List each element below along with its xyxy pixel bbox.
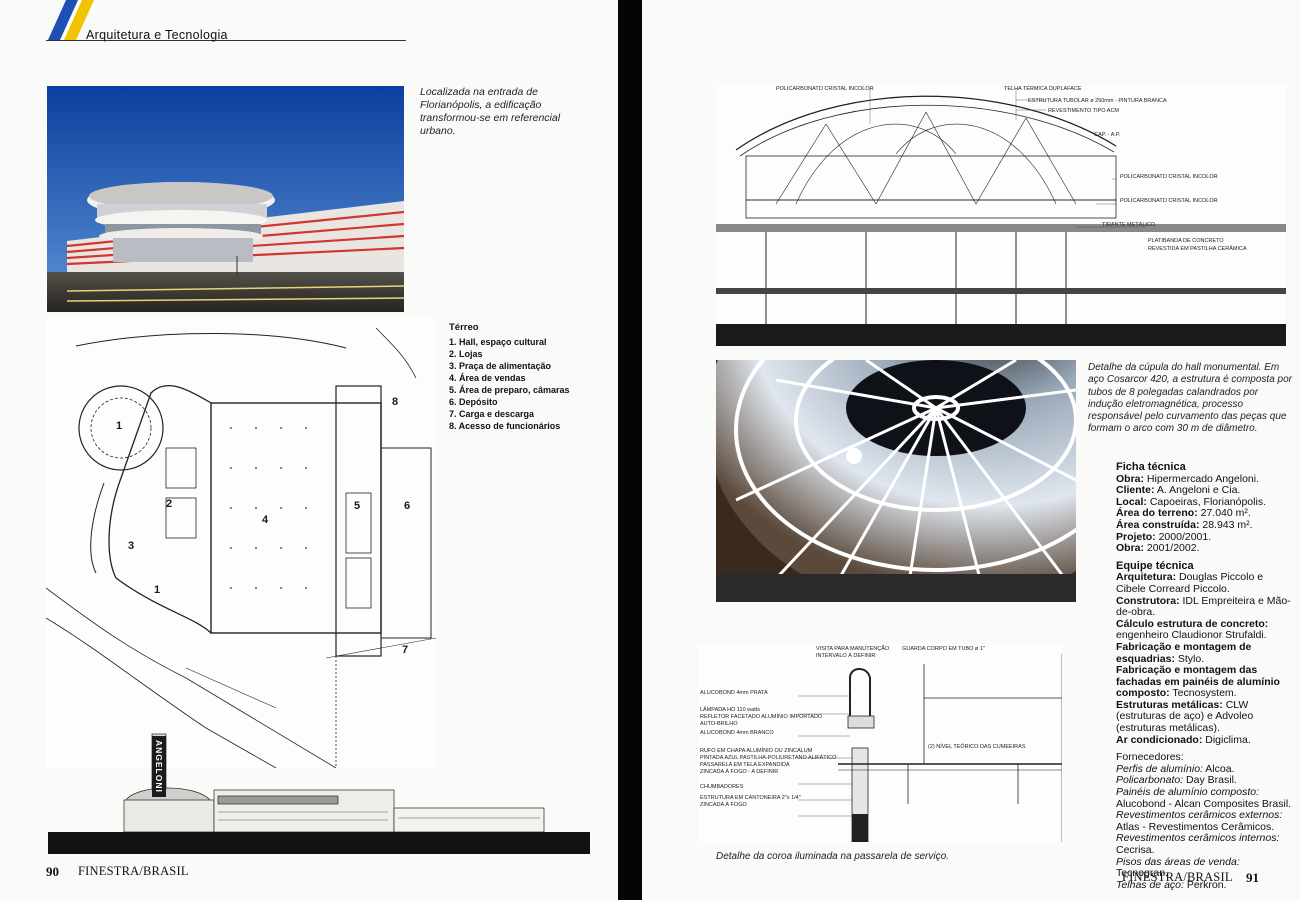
equipe-row: Arquitetura: Douglas Piccolo e Cibele Co… — [1116, 571, 1264, 595]
dome-interior-photo — [716, 360, 1076, 602]
fornecedores-title: Fornecedores: — [1116, 751, 1184, 764]
label-platibanda-2: REVESTIDA EM PASTILHA CERÂMICA — [1148, 246, 1247, 252]
header-rule — [46, 40, 406, 41]
label-guarda: GUARDA CORPO EM TUBO ø 1" — [902, 646, 985, 652]
ficha-row: Cliente: A. Angeloni e Cia. — [1116, 484, 1241, 497]
fornecedor-row: Painéis de alumínio composto: Alucobond … — [1116, 786, 1292, 810]
plan-legend: 1. Hall, espaço cultural 2. Lojas 3. Pra… — [449, 336, 599, 432]
front-elevation: ANGELONI — [48, 728, 590, 854]
plan-label-1: 1 — [116, 420, 123, 432]
detail-caption: Detalhe da coroa iluminada na passarela … — [716, 851, 949, 862]
legend-item: 3. Praça de alimentação — [449, 361, 552, 371]
label-platibanda-1: PLATIBANDA DE CONCRETO — [1148, 238, 1224, 244]
equipe-row: Fabricação e montagem das fachadas em pa… — [1116, 664, 1280, 700]
page-number: 91 — [1246, 870, 1259, 885]
label-alucobond-prata: ALUCOBOND 4mm PRATA — [700, 690, 768, 696]
page-number: 90 — [46, 864, 59, 879]
plan-label-8: 8 — [392, 396, 399, 408]
label-refletor: REFLETOR FACETADO ALUMÍNIO IMPORTADO — [700, 714, 823, 720]
equipe-row: Construtora: IDL Empreiteira e Mão-de-ob… — [1116, 594, 1291, 619]
angeloni-sign: ANGELONI — [152, 736, 166, 797]
label-pintada: PINTADA AZUL PASTILHA-POLIURETANO ALIFÁT… — [700, 755, 837, 761]
legend-item: 4. Área de vendas — [449, 373, 526, 383]
label-zincada-fogo: ZINCADA À FOGO — [700, 802, 747, 808]
magazine-name: FINESTRA/BRASIL — [78, 864, 189, 878]
label-auto-brilho: AUTO-BRILHO — [700, 721, 738, 727]
label-chumbadores: CHUMBADORES — [700, 784, 744, 790]
section-title: Arquitetura e Tecnologia — [86, 28, 228, 42]
plan-label-5: 5 — [354, 500, 361, 512]
equipe-row: Fabricação e montagem de esquadrias: Sty… — [1116, 640, 1252, 665]
building-exterior-photo — [47, 86, 404, 312]
page-gutter — [618, 0, 642, 900]
fornecedor-row: Pisos das áreas de venda: Tecnogran. — [1116, 855, 1240, 880]
label-passarela: PASSARELA EM TELA EXPANDIDA — [700, 762, 790, 768]
fornecedor-row: Revestimentos cerâmicos externos: Atlas … — [1116, 809, 1283, 833]
label-policarbonato-1: POLICARBONATO CRISTAL INCOLOR — [1120, 174, 1218, 180]
magazine-stripes-logo — [48, 0, 94, 40]
legend-item: 6. Depósito — [449, 397, 498, 407]
plan-label-3: 3 — [128, 540, 135, 552]
legend-item: 2. Lojas — [449, 349, 483, 359]
label-zincada: ZINCADA À FOGO - A DEFINIR — [700, 769, 779, 775]
label-policarbonato-2: POLICARBONATO CRISTAL INCOLOR — [1120, 198, 1218, 204]
label-alucobond-branco: ALUCOBOND 4mm BRANCO — [700, 730, 774, 736]
ficha-row: Área do terreno: 27.040 m². — [1116, 507, 1251, 520]
ficha-row: Obra: Hipermercado Angeloni. — [1116, 472, 1259, 485]
label-visita-1: VISITA PARA MANUTENÇÃO — [816, 646, 890, 652]
label-cap: CAP. - A.P. — [1094, 132, 1121, 138]
dome-caption: Detalhe da cúpula do hall monumental. Em… — [1088, 362, 1292, 435]
fornecedor-row: Policarbonato: Day Brasil. — [1116, 774, 1237, 787]
ficha-row: Local: Capoeiras, Florianópolis. — [1116, 495, 1266, 508]
equipe-row: Estruturas metálicas: CLW (estruturas de… — [1116, 698, 1254, 735]
label-telha: TELHA TÉRMICA DUPLAFACE — [1004, 86, 1082, 92]
equipe-title: Equipe técnica — [1116, 559, 1194, 572]
label-estrutura: ESTRUTURA TUBOLAR ø 250mm - PINTURA BRAN… — [1028, 98, 1167, 104]
label-revestimento: REVESTIMENTO TIPO ACM — [1048, 108, 1120, 114]
legend-item: 1. Hall, espaço cultural — [449, 337, 547, 347]
photo-caption: Localizada na entrada de Florianópolis, … — [420, 86, 561, 137]
ground-floor-plan: 1 2 3 4 5 6 7 8 1 — [45, 318, 437, 769]
crown-detail-drawing: VISITA PARA MANUTENÇÃO INTERVALO À DEFIN… — [698, 644, 1063, 843]
label-tirante: TIRANTE METÁLICO — [1102, 222, 1156, 228]
label-lampada: LÂMPADA HO 110 watts — [700, 707, 761, 713]
plan-label-1b: 1 — [154, 584, 161, 596]
legend-item: 5. Área de preparo, câmaras — [449, 385, 570, 395]
legend-item: 8. Acesso de funcionários — [449, 421, 561, 431]
legend-item: 7. Carga e descarga — [449, 409, 535, 419]
ficha-title: Ficha técnica — [1116, 461, 1186, 473]
dome-section-drawing: POLICARBONATO CRISTAL INCOLOR TELHA TÉRM… — [716, 84, 1286, 346]
label-rufo: RUFO EM CHAPA ALUMÍNIO OU ZINCALUM — [700, 748, 813, 754]
plan-label-6: 6 — [404, 500, 411, 512]
label-nivel: (2) NÍVEL TEÓRICO DAS CUMEEIRAS — [928, 744, 1026, 750]
ficha-row: Obra: 2001/2002. — [1116, 542, 1200, 555]
plan-label-4: 4 — [262, 514, 269, 526]
fornecedor-row: Telhas de aço: Perkron. — [1116, 878, 1227, 891]
plan-label-7: 7 — [402, 644, 409, 656]
right-page: POLICARBONATO CRISTAL INCOLOR TELHA TÉRM… — [642, 0, 1300, 900]
fornecedor-row: Revestimentos cerâmicos internos: Cecris… — [1116, 832, 1280, 856]
ficha-row: Área construída: 28.943 m². — [1116, 518, 1253, 531]
ficha-row: Projeto: 2000/2001. — [1116, 530, 1212, 543]
label-policarbonato-top: POLICARBONATO CRISTAL INCOLOR — [776, 86, 874, 92]
fornecedor-row: Perfis de alumínio: Alcoa. — [1116, 762, 1235, 775]
left-page: Arquitetura e Tecnologia — [0, 0, 618, 900]
plan-label-2: 2 — [166, 498, 173, 510]
label-visita-2: INTERVALO À DEFINIR — [816, 653, 876, 659]
label-estrutura-cantoneira: ESTRUTURA EM CANTONEIRA 2"x 1/4" — [700, 795, 801, 801]
plan-title: Térreo — [449, 322, 479, 333]
technical-sheet: Ficha técnica Obra: Hipermercado Angelon… — [1116, 461, 1294, 891]
magazine-name: FINESTRA/BRASIL — [1122, 870, 1233, 884]
equipe-row: Cálculo estrutura de concreto: engenheir… — [1116, 617, 1269, 642]
equipe-row: Ar condicionado: Digiclima. — [1116, 733, 1251, 746]
